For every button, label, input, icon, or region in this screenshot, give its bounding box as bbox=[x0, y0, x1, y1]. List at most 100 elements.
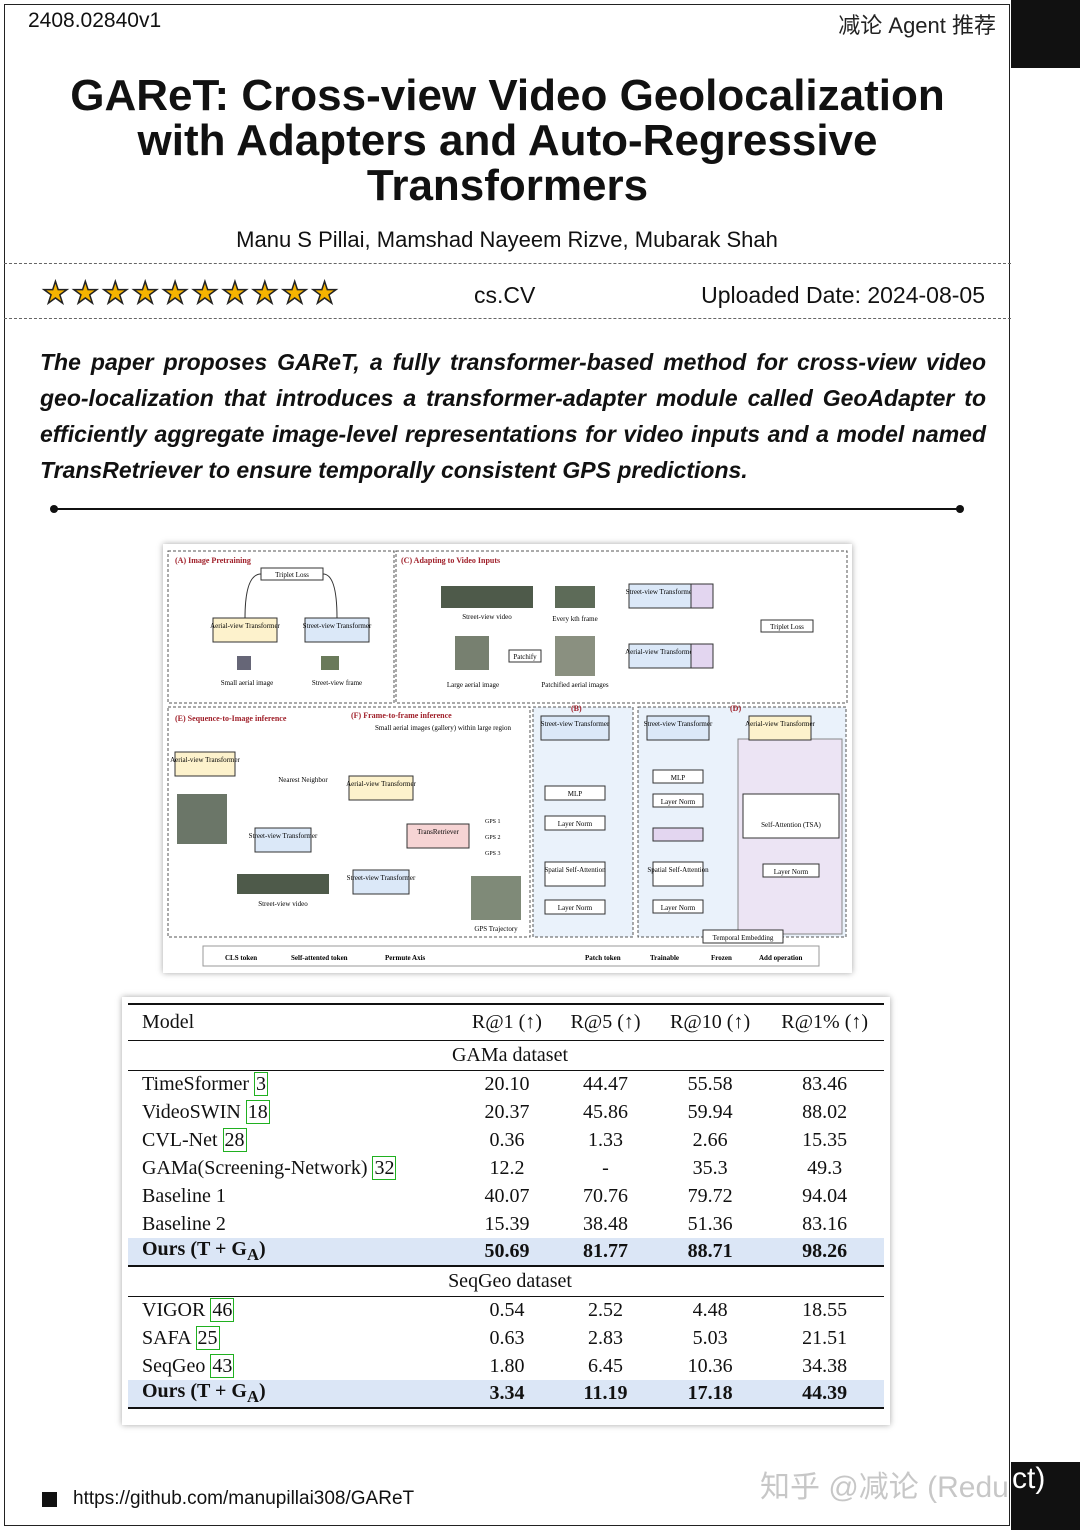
star-icon: ★ bbox=[71, 277, 99, 310]
metric-cell: 38.48 bbox=[583, 1212, 628, 1235]
model-name: Baseline 2 bbox=[142, 1212, 226, 1235]
citation-link[interactable]: 18 bbox=[245, 1099, 270, 1124]
patchified-thumbs bbox=[555, 636, 595, 676]
star-icon: ★ bbox=[101, 277, 129, 310]
model-name-cell: TimeSformer 3 bbox=[128, 1070, 458, 1098]
metric-cell: 21.51 bbox=[802, 1326, 848, 1349]
layernorm-b2-label: Layer Norm bbox=[558, 904, 593, 912]
category: cs.CV bbox=[474, 282, 536, 308]
citation-link[interactable]: 46 bbox=[210, 1297, 235, 1322]
street-transformer-c-label: Street-view Transformer bbox=[626, 588, 695, 596]
metric-cell: 6.45 bbox=[588, 1354, 623, 1377]
metric-cell: 44.39 bbox=[765, 1380, 884, 1409]
triplet-loss-c-label: Triplet Loss bbox=[770, 623, 804, 631]
metric-cell: 98.26 bbox=[765, 1238, 884, 1267]
aerial-transformer-box bbox=[212, 617, 278, 643]
metric-cell: 70.76 bbox=[583, 1184, 628, 1207]
metric-cell: 5.03 bbox=[692, 1326, 728, 1349]
metric-cell: 88.02 bbox=[802, 1100, 848, 1123]
kth-frame-thumbs bbox=[555, 586, 595, 608]
legend-trainable: Trainable bbox=[650, 954, 679, 962]
upload-date: Uploaded Date: 2024-08-05 bbox=[701, 282, 985, 308]
star-icon: ★ bbox=[221, 277, 249, 310]
col-r1pct: R@1% (↑) bbox=[765, 1003, 884, 1041]
table-header-row: Model R@1 (↑) R@5 (↑) R@10 (↑) R@1% (↑) bbox=[128, 1003, 884, 1041]
aerial-transformer-e-label: Aerial-view Transformer bbox=[170, 756, 240, 764]
street-frame-label: Street-view frame bbox=[312, 679, 362, 687]
col-r10: R@10 (↑) bbox=[654, 1003, 766, 1041]
github-link[interactable]: https://github.com/manupillai308/GAReT bbox=[73, 1488, 415, 1509]
mlp-d-box bbox=[652, 769, 704, 784]
aerial-transformer-c-label: Aerial-view Transformer bbox=[625, 648, 695, 656]
ours-label: Ours (T + G bbox=[142, 1380, 247, 1402]
model-name: TimeSformer bbox=[142, 1072, 250, 1095]
metric-cell: 51.36 bbox=[687, 1212, 733, 1235]
ours-model-cell: Ours (T + GA) bbox=[128, 1380, 458, 1409]
layernorm-d2-box bbox=[652, 899, 704, 914]
triplet-loss-c-box bbox=[760, 619, 814, 633]
col-r5: R@5 (↑) bbox=[556, 1003, 655, 1041]
paper-authors: Manu S Pillai, Mamshad Nayeem Rizve, Mub… bbox=[236, 227, 778, 252]
citation-link[interactable]: 3 bbox=[254, 1071, 269, 1096]
ga-adapter-box bbox=[690, 583, 714, 609]
metric-cell: 83.16 bbox=[802, 1212, 848, 1235]
street-transformer-box bbox=[304, 617, 370, 643]
panel-a-box bbox=[167, 550, 395, 704]
layernorm-b-label: Layer Norm bbox=[558, 820, 593, 828]
citation-link[interactable]: 32 bbox=[372, 1155, 397, 1180]
metric-cell: 0.54 bbox=[489, 1298, 525, 1321]
star-icon: ★ bbox=[251, 277, 279, 310]
model-name-cell: SeqGeo 43 bbox=[128, 1352, 458, 1380]
tsa-box bbox=[742, 793, 840, 839]
metric-cell: 2.52 bbox=[588, 1298, 623, 1321]
spatial-sa-d-label: Spatial Self-Attention bbox=[647, 866, 709, 874]
divider-dot bbox=[956, 505, 964, 513]
metric-cell: 18.55 bbox=[802, 1298, 848, 1321]
metric-cell: 59.94 bbox=[687, 1100, 733, 1123]
metric-cell: 0.36 bbox=[489, 1128, 525, 1151]
citation-link[interactable]: 43 bbox=[210, 1353, 235, 1378]
separator-line bbox=[4, 318, 1011, 319]
legend-add: Add operation bbox=[759, 954, 802, 962]
gps-trajectory-label: GPS Trajectory bbox=[474, 925, 518, 933]
metric-cell: 2.66 bbox=[692, 1128, 728, 1151]
layernorm-d2-label: Layer Norm bbox=[661, 904, 696, 912]
metric-cell: 35.3 bbox=[692, 1156, 728, 1179]
rating-stars: ★★★★★★★★★★ bbox=[41, 277, 339, 310]
panel-c-box bbox=[395, 550, 848, 704]
corner-tab bbox=[1011, 0, 1080, 68]
patchify-label: Patchify bbox=[513, 653, 537, 661]
gps-trajectory-map bbox=[471, 876, 521, 920]
large-aerial-label: Large aerial image bbox=[447, 681, 499, 689]
layernorm-b-box bbox=[544, 815, 606, 831]
citation-link[interactable]: 28 bbox=[222, 1127, 247, 1152]
street-transformer-f-box bbox=[352, 869, 410, 895]
panel-e-label: (E) Sequence-to-Image inference bbox=[175, 714, 287, 723]
model-name-cell: VideoSWIN 18 bbox=[128, 1098, 458, 1126]
spatial-sa-b-label: Spatial Self-Attention bbox=[544, 866, 606, 874]
gps-2-label: GPS 2 bbox=[485, 835, 501, 841]
metric-cell: 83.46 bbox=[802, 1072, 848, 1095]
arxiv-id: 2408.02840v1 bbox=[28, 9, 162, 32]
page-frame bbox=[4, 4, 1010, 1526]
model-name-cell: Baseline 1 bbox=[128, 1182, 458, 1210]
results-table-panel: Model R@1 (↑) R@5 (↑) R@10 (↑) R@1% (↑) … bbox=[122, 997, 890, 1425]
street-video-e-strip bbox=[237, 874, 329, 894]
patchified-label: Patchified aerial images bbox=[541, 681, 609, 689]
col-model: Model bbox=[128, 1003, 458, 1041]
gps-1-label: GPS 1 bbox=[485, 819, 501, 825]
section-divider bbox=[50, 505, 964, 513]
gps-3-label: GPS 3 bbox=[485, 851, 501, 857]
model-name-cell: CVL-Net 28 bbox=[128, 1126, 458, 1154]
model-name-cell: SAFA 25 bbox=[128, 1324, 458, 1352]
metric-cell: 44.47 bbox=[583, 1072, 628, 1095]
street-video-strip bbox=[441, 586, 533, 608]
metric-cell: 50.69 bbox=[457, 1238, 557, 1267]
watermark: 知乎 @减论 (Redu bbox=[760, 1471, 1009, 1504]
citation-link[interactable]: 25 bbox=[195, 1325, 220, 1350]
spatial-sa-b-box bbox=[544, 861, 606, 887]
recommendation-label: 减论 Agent 推荐 bbox=[838, 13, 996, 38]
